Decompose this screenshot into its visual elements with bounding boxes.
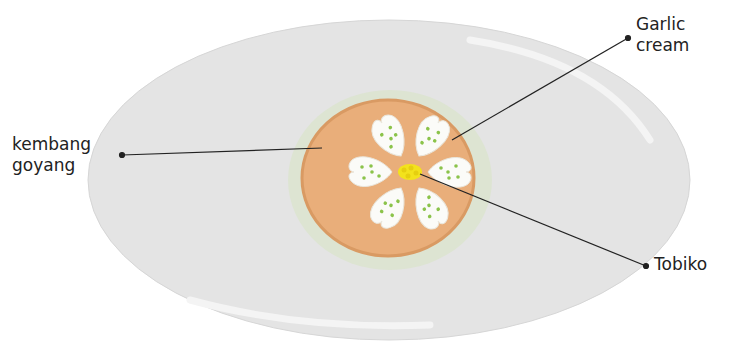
callout-label: Garlic cream — [636, 14, 732, 57]
callout-label: Tobiko — [654, 254, 734, 275]
plate-highlight — [190, 300, 430, 326]
leader-lines — [120, 36, 649, 269]
plate — [88, 20, 690, 340]
kembang-goyang-cracker — [302, 100, 474, 256]
sauce — [288, 90, 492, 270]
callout-label: kembang goyang — [12, 134, 108, 177]
plate-highlight — [470, 40, 650, 140]
tobiko — [398, 164, 422, 180]
garlic-cream-petals — [349, 111, 471, 233]
